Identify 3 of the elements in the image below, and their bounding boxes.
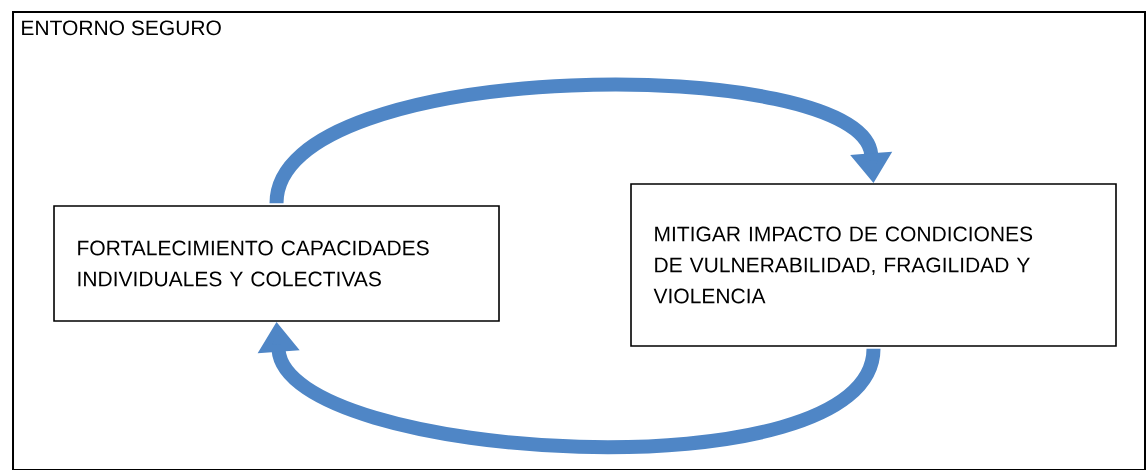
text-box: FORTALECIMIENTO CAPACIDADES INDIVIDUALES Y COLECTIVAS [53, 205, 500, 322]
curved-arrow [269, 77, 893, 206]
text-box: MITIGAR IMPACTO DE CONDICIONES DE VULNERABILIDAD, FRAGILIDAD Y VIOLENCIA [630, 183, 1117, 347]
